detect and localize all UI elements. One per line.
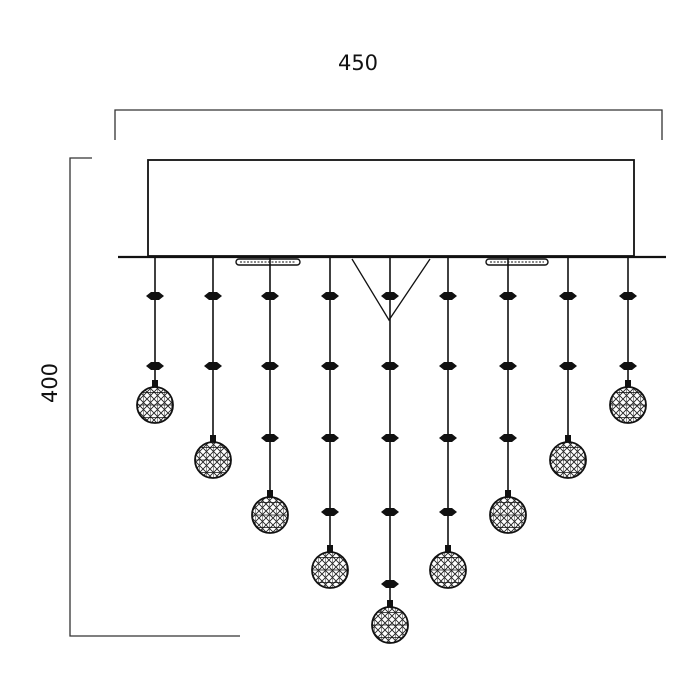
- crystal-ball-facets: [430, 557, 466, 583]
- ball-cap: [565, 435, 571, 442]
- crystal-bead: [619, 362, 637, 370]
- pendant: [489, 258, 527, 534]
- pendant: [136, 258, 174, 424]
- crystal-bead: [321, 434, 339, 442]
- crystal-ball-facets: [610, 392, 646, 418]
- pendant-group: [136, 258, 647, 644]
- crystal-bead: [381, 362, 399, 370]
- crystal-bead: [261, 292, 279, 300]
- crystal-ball-facets: [252, 502, 288, 528]
- width-dimension: 450: [114, 51, 663, 140]
- ball-cap: [445, 545, 451, 552]
- crystal-bead: [499, 362, 517, 370]
- pendant: [429, 258, 467, 589]
- crystal-bead: [381, 292, 399, 300]
- pendant: [251, 258, 289, 534]
- crystal-bead: [261, 434, 279, 442]
- crystal-bead: [204, 292, 222, 300]
- crystal-bead: [499, 292, 517, 300]
- pendant: [609, 258, 647, 424]
- height-dimension-label: 400: [38, 363, 62, 403]
- crystal-bead: [559, 292, 577, 300]
- crystal-ball-facets: [490, 502, 526, 528]
- crystal-bead: [439, 362, 457, 370]
- crystal-bead: [559, 362, 577, 370]
- crystal-bead: [204, 362, 222, 370]
- crystal-bead: [321, 362, 339, 370]
- crystal-ball-facets: [195, 447, 231, 473]
- pendant: [549, 258, 587, 479]
- pendant: [371, 258, 409, 644]
- crystal-bead: [381, 508, 399, 516]
- center-hanger-v: [351, 258, 431, 322]
- crystal-ball-facets: [312, 557, 348, 583]
- ball-cap: [387, 600, 393, 607]
- crystal-ball-facets: [550, 447, 586, 473]
- canopy-box: [147, 159, 635, 257]
- width-dimension-bracket: [114, 109, 663, 140]
- ball-cap: [152, 380, 158, 387]
- pendant: [194, 258, 232, 479]
- ball-cap: [210, 435, 216, 442]
- crystal-ball-facets: [137, 392, 173, 418]
- width-dimension-label: 450: [338, 51, 378, 75]
- crystal-ball-facets: [372, 612, 408, 638]
- crystal-bead: [321, 508, 339, 516]
- crystal-bead: [439, 292, 457, 300]
- pendant: [311, 258, 349, 589]
- crystal-bead: [381, 434, 399, 442]
- crystal-bead: [499, 434, 517, 442]
- crystal-bead: [321, 292, 339, 300]
- height-dimension: 400: [38, 157, 240, 637]
- crystal-bead: [439, 508, 457, 516]
- ball-cap: [267, 490, 273, 497]
- ball-cap: [625, 380, 631, 387]
- ball-cap: [327, 545, 333, 552]
- ball-cap: [505, 490, 511, 497]
- height-dimension-bracket: [69, 157, 240, 637]
- spotlight-right: [485, 258, 549, 266]
- crystal-bead: [261, 362, 279, 370]
- crystal-bead: [619, 292, 637, 300]
- crystal-bead: [381, 580, 399, 588]
- ceiling-canopy: [118, 159, 666, 322]
- crystal-bead: [439, 434, 457, 442]
- crystal-bead: [146, 292, 164, 300]
- crystal-bead: [146, 362, 164, 370]
